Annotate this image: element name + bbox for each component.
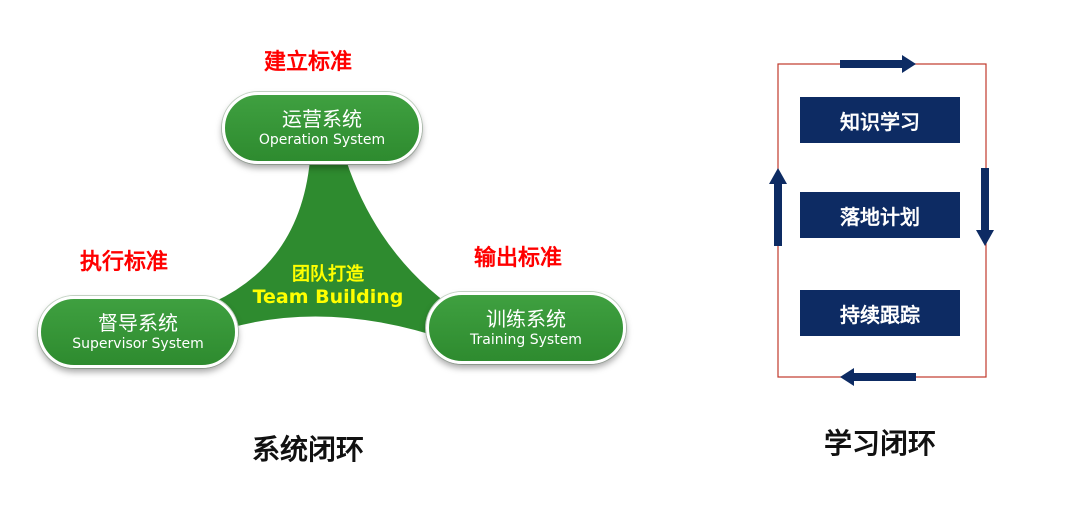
operation-system-en: Operation System <box>258 132 386 148</box>
arrow-down-icon <box>976 168 994 246</box>
training-system-cn: 训练系统 <box>486 307 566 331</box>
learning-step-knowledge: 知识学习 <box>800 97 960 143</box>
arrow-right-icon <box>840 55 916 73</box>
team-building-en: Team Building <box>252 286 404 308</box>
standard-label-establish: 建立标准 <box>264 50 353 75</box>
operation-system-cn: 运营系统 <box>282 107 362 131</box>
system-loop-caption: 系统闭环 <box>251 433 364 466</box>
learning-loop-caption: 学习闭环 <box>823 427 936 460</box>
operation-system-node: 运营系统 Operation System <box>222 92 422 164</box>
supervisor-system-cn: 督导系统 <box>98 311 178 335</box>
supervisor-system-node: 督导系统 Supervisor System <box>38 296 238 368</box>
standard-label-output: 输出标准 <box>474 246 563 271</box>
supervisor-system-en: Supervisor System <box>72 336 204 352</box>
training-system-node: 训练系统 Training System <box>426 292 626 364</box>
learning-step-tracking: 持续跟踪 <box>800 290 960 336</box>
team-building-cn: 团队打造 <box>292 264 364 285</box>
arrow-left-icon <box>840 368 916 386</box>
learning-step-plan: 落地计划 <box>800 192 960 238</box>
arrow-up-icon <box>769 168 787 246</box>
standard-label-execute: 执行标准 <box>80 250 169 275</box>
team-building-triangle <box>214 160 468 340</box>
training-system-en: Training System <box>470 332 582 348</box>
